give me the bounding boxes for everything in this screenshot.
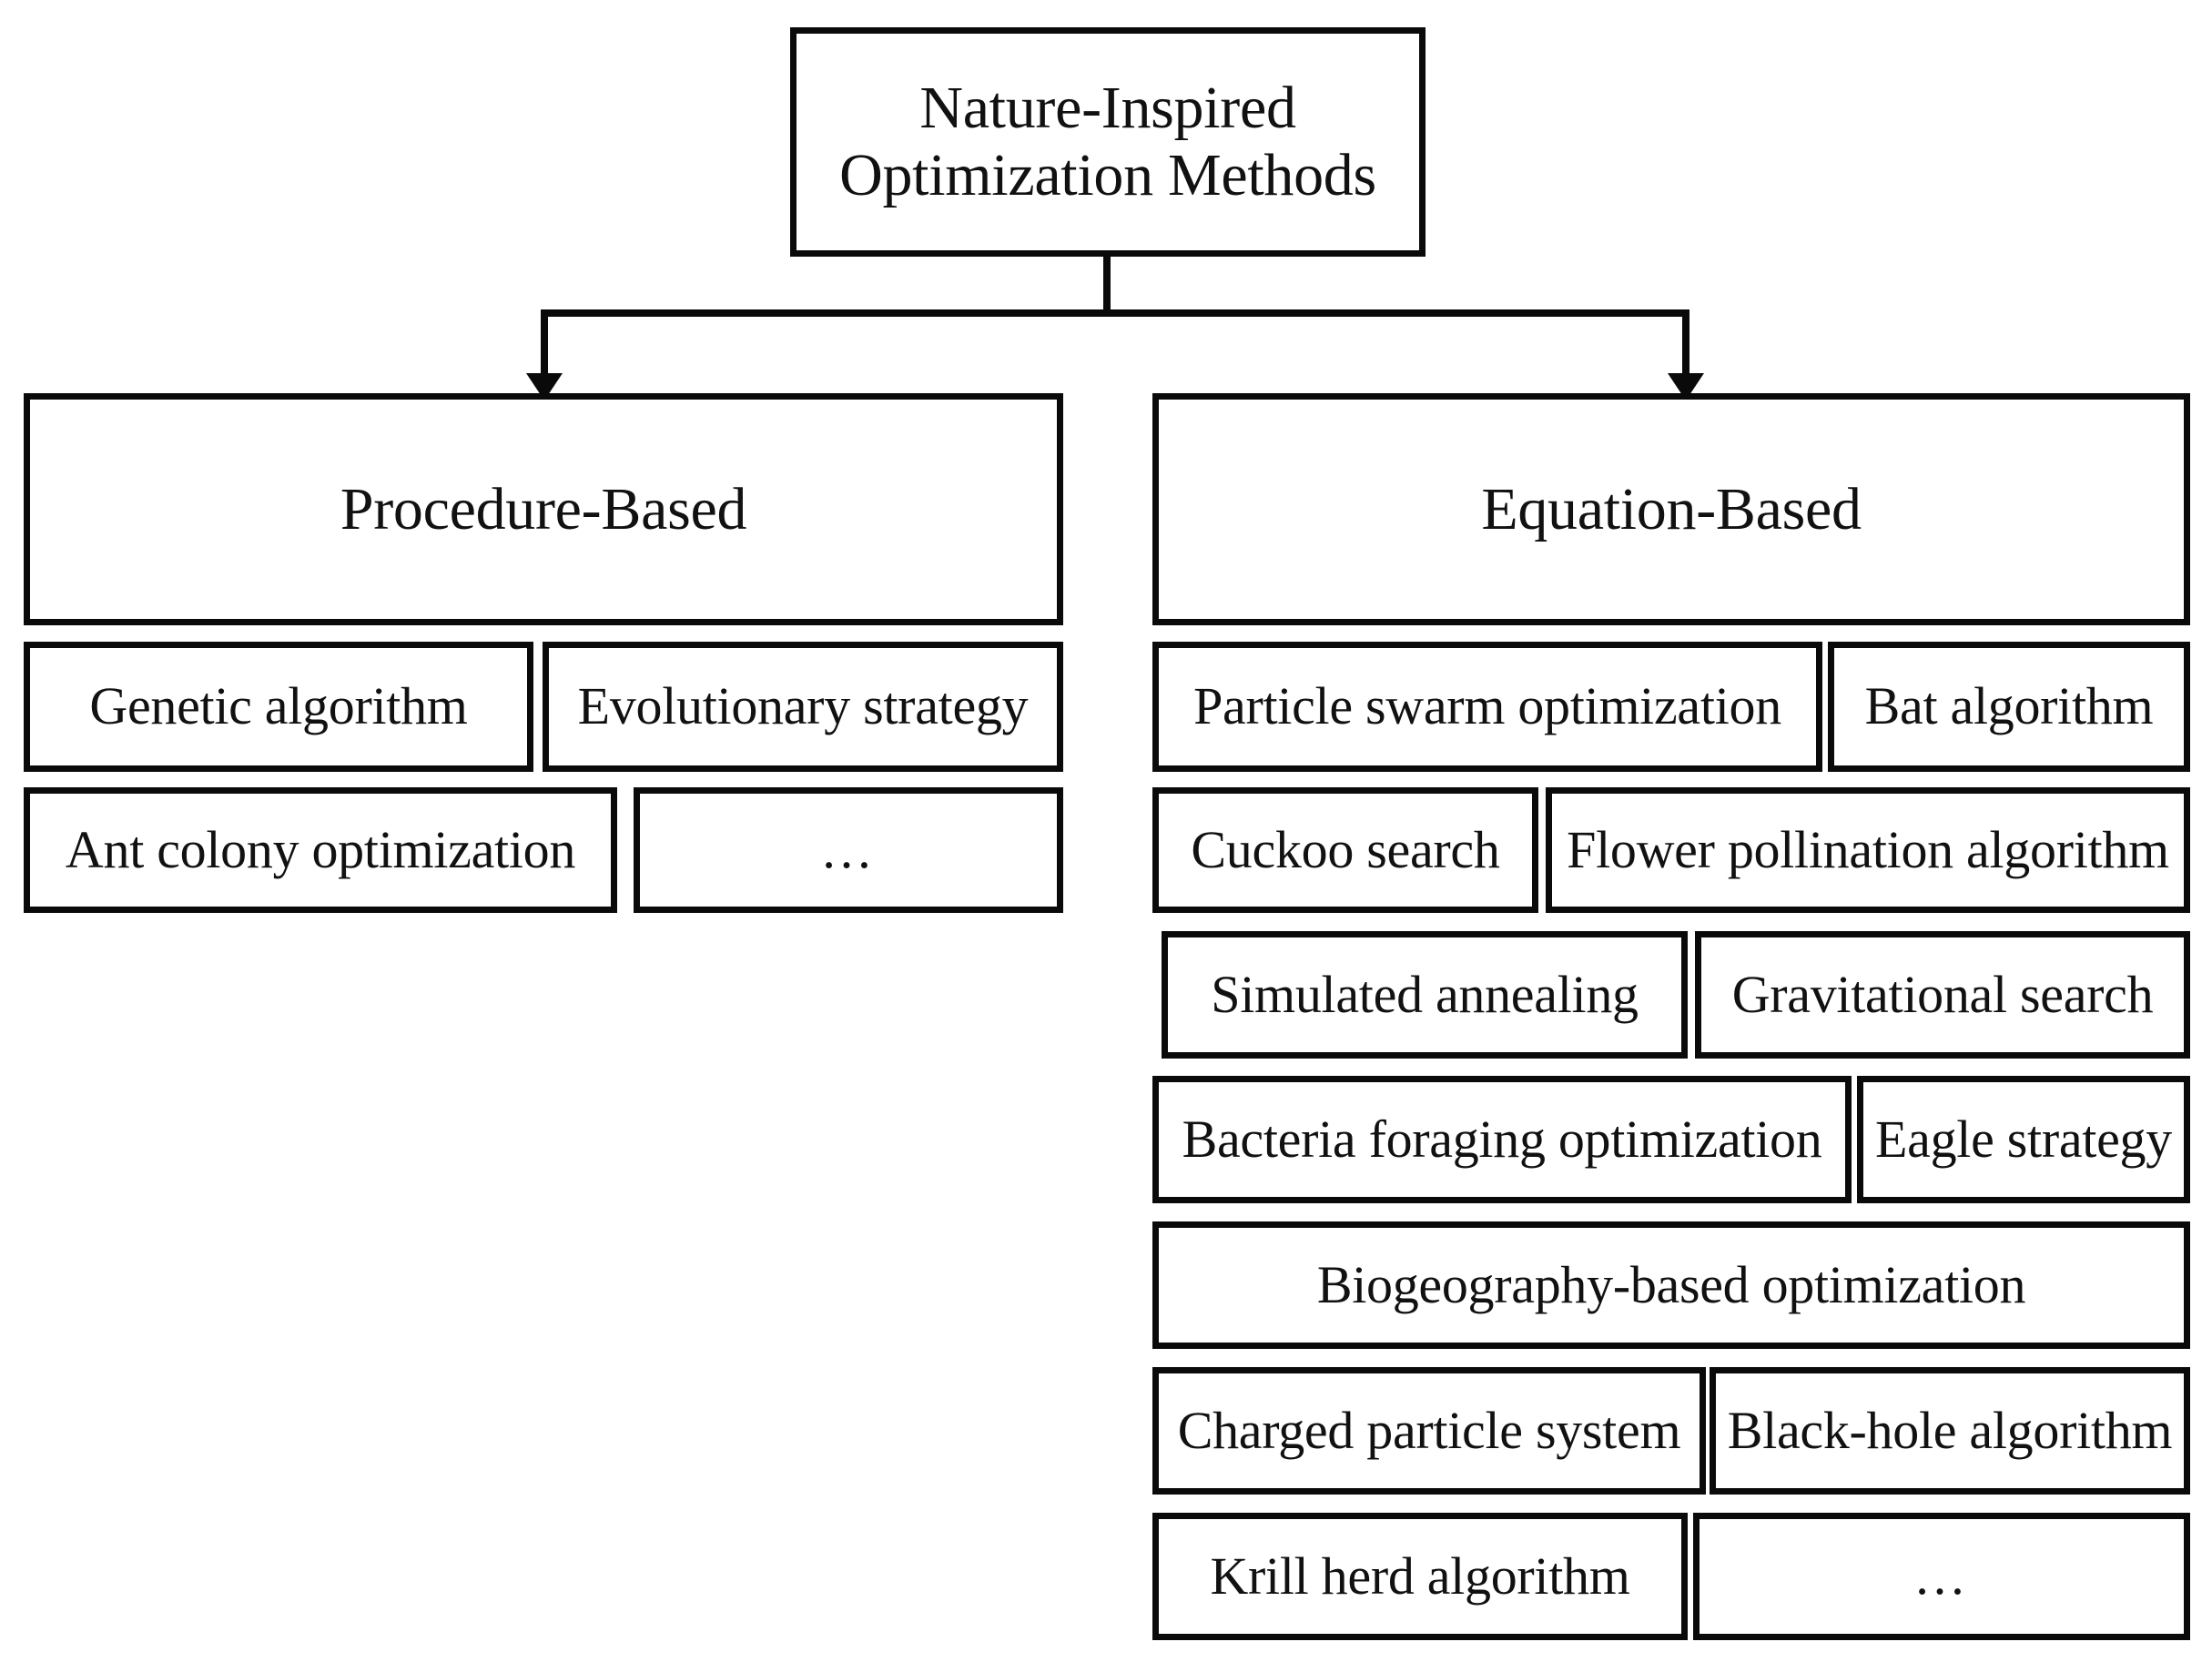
node-label: Biogeography-based optimization [1316,1254,2026,1314]
connector-drop-left [541,309,548,379]
node-label: Charged particle system [1177,1400,1681,1460]
node-leaf-bacteria-foraging-optimization: Bacteria foraging optimization [1152,1076,1852,1203]
node-branch-equation-based: Equation-Based [1152,393,2190,625]
node-branch-procedure-based: Procedure-Based [24,393,1063,625]
node-label: Flower pollination algorithm [1567,819,2169,879]
node-leaf-simulated-annealing: Simulated annealing [1162,931,1688,1059]
node-leaf-procedure-more: … [634,787,1063,913]
node-label: Simulated annealing [1211,964,1639,1024]
node-label: Bat algorithm [1864,676,2154,736]
node-label: … [1913,1545,1970,1606]
node-label: Black-hole algorithm [1727,1400,2173,1460]
node-label: Eagle strategy [1875,1109,2172,1169]
node-label: Particle swarm optimization [1193,676,1781,736]
node-label: Bacteria foraging optimization [1182,1109,1822,1169]
connector-root-stem [1103,257,1111,317]
node-label: Procedure-Based [340,475,747,542]
node-leaf-genetic-algorithm: Genetic algorithm [24,642,533,772]
node-root-nature-inspired-optimization-methods: Nature-Inspired Optimization Methods [790,27,1426,257]
node-label: Krill herd algorithm [1210,1545,1630,1606]
node-leaf-biogeography-based-optimization: Biogeography-based optimization [1152,1221,2190,1349]
node-leaf-eagle-strategy: Eagle strategy [1857,1076,2190,1203]
node-label: … [820,819,877,879]
node-leaf-black-hole-algorithm: Black-hole algorithm [1710,1367,2190,1495]
node-leaf-krill-herd-algorithm: Krill herd algorithm [1152,1513,1688,1640]
node-leaf-gravitational-search: Gravitational search [1695,931,2190,1059]
node-leaf-charged-particle-system: Charged particle system [1152,1367,1706,1495]
node-label: Cuckoo search [1191,819,1500,879]
node-label: Gravitational search [1731,964,2154,1024]
node-label: Equation-Based [1481,475,1862,542]
node-label: Genetic algorithm [89,676,468,736]
connector-drop-right [1682,309,1689,379]
node-leaf-cuckoo-search: Cuckoo search [1152,787,1538,913]
node-leaf-flower-pollination-algorithm: Flower pollination algorithm [1546,787,2190,913]
node-leaf-bat-algorithm: Bat algorithm [1828,642,2190,772]
node-label: Ant colony optimization [65,819,576,879]
node-leaf-evolutionary-strategy: Evolutionary strategy [543,642,1063,772]
node-leaf-ant-colony-optimization: Ant colony optimization [24,787,617,913]
node-leaf-particle-swarm-optimization: Particle swarm optimization [1152,642,1822,772]
node-label: Evolutionary strategy [577,676,1029,736]
node-label: Nature-Inspired Optimization Methods [839,75,1376,208]
node-leaf-equation-more: … [1693,1513,2190,1640]
connector-horizontal-bus [541,309,1689,317]
